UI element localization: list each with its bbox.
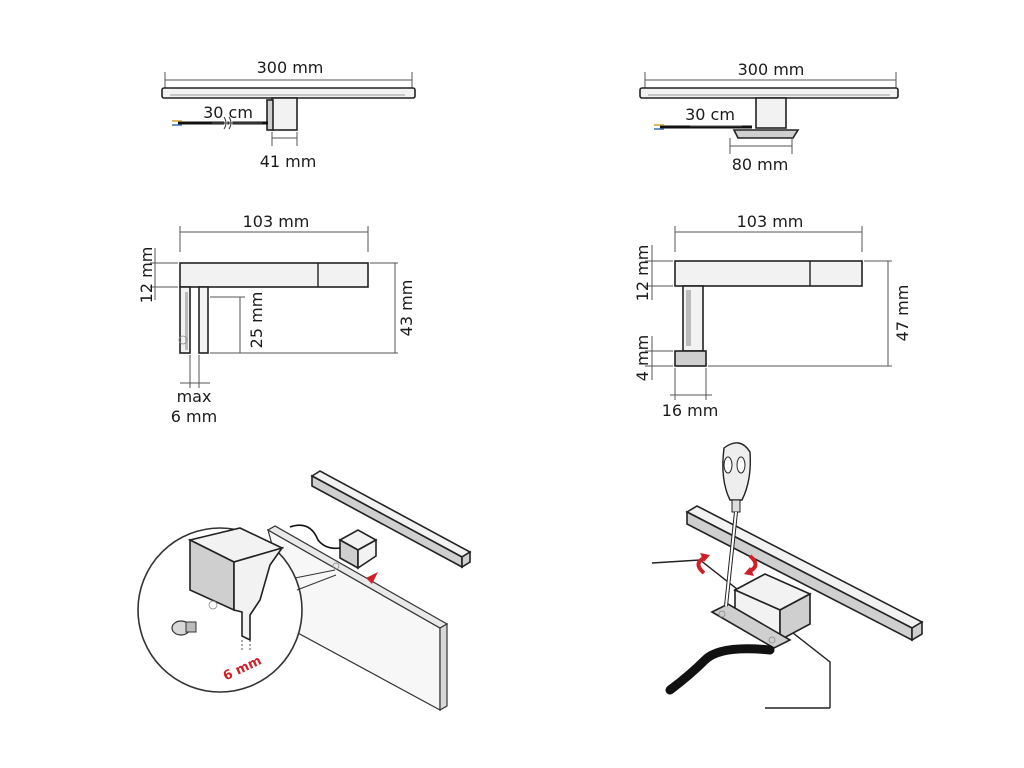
red-arrow <box>366 572 378 584</box>
mount-bracket <box>755 97 787 129</box>
clip-detail <box>233 546 284 642</box>
bracket-width-label: 41 mm <box>260 152 317 171</box>
lamp-bar <box>639 87 899 99</box>
mount-base-plate <box>732 129 800 139</box>
lamp-bar <box>161 87 416 99</box>
gap-label-max: max <box>177 387 212 406</box>
bottom-left-clip-installation: 6 mm <box>137 470 472 712</box>
lamp-profile <box>674 260 863 287</box>
mount-bracket <box>271 97 298 131</box>
power-cable <box>665 644 775 695</box>
top-right-front-view: 300 mm 30 cm 80 mm <box>639 60 899 174</box>
bottom-right-screw-installation <box>651 442 924 709</box>
thickness-label: 12 mm <box>633 245 652 302</box>
mount-base <box>674 350 707 367</box>
total-height-label: 43 mm <box>397 280 416 337</box>
base-thickness-label: 4 mm <box>633 335 652 381</box>
clip-height-label: 25 mm <box>247 292 266 349</box>
gap-label-value: 6 mm <box>171 407 217 426</box>
base-width-label: 16 mm <box>662 401 719 420</box>
lamp-bar <box>310 470 472 558</box>
lamp-profile <box>179 262 369 288</box>
depth-label: 103 mm <box>243 212 310 231</box>
base-width-label: 80 mm <box>732 155 789 174</box>
total-height-label: 47 mm <box>893 285 912 342</box>
mid-right-side-view: 103 mm 12 mm 4 mm 47 mm 16 mm <box>633 212 912 420</box>
thickness-label: 12 mm <box>137 247 156 304</box>
top-left-front-view: 300 mm 30 cm 41 mm <box>161 58 416 171</box>
mid-left-side-view: 103 mm 12 mm 25 mm 43 mm max 6 mm <box>137 212 416 426</box>
length-label: 300 mm <box>738 60 805 79</box>
power-cable <box>289 524 341 550</box>
clip-leg-back <box>198 286 209 354</box>
cable-length-label: 30 cm <box>203 103 253 122</box>
cable-length-label: 30 cm <box>685 105 735 124</box>
depth-label: 103 mm <box>737 212 804 231</box>
length-label: 300 mm <box>257 58 324 77</box>
